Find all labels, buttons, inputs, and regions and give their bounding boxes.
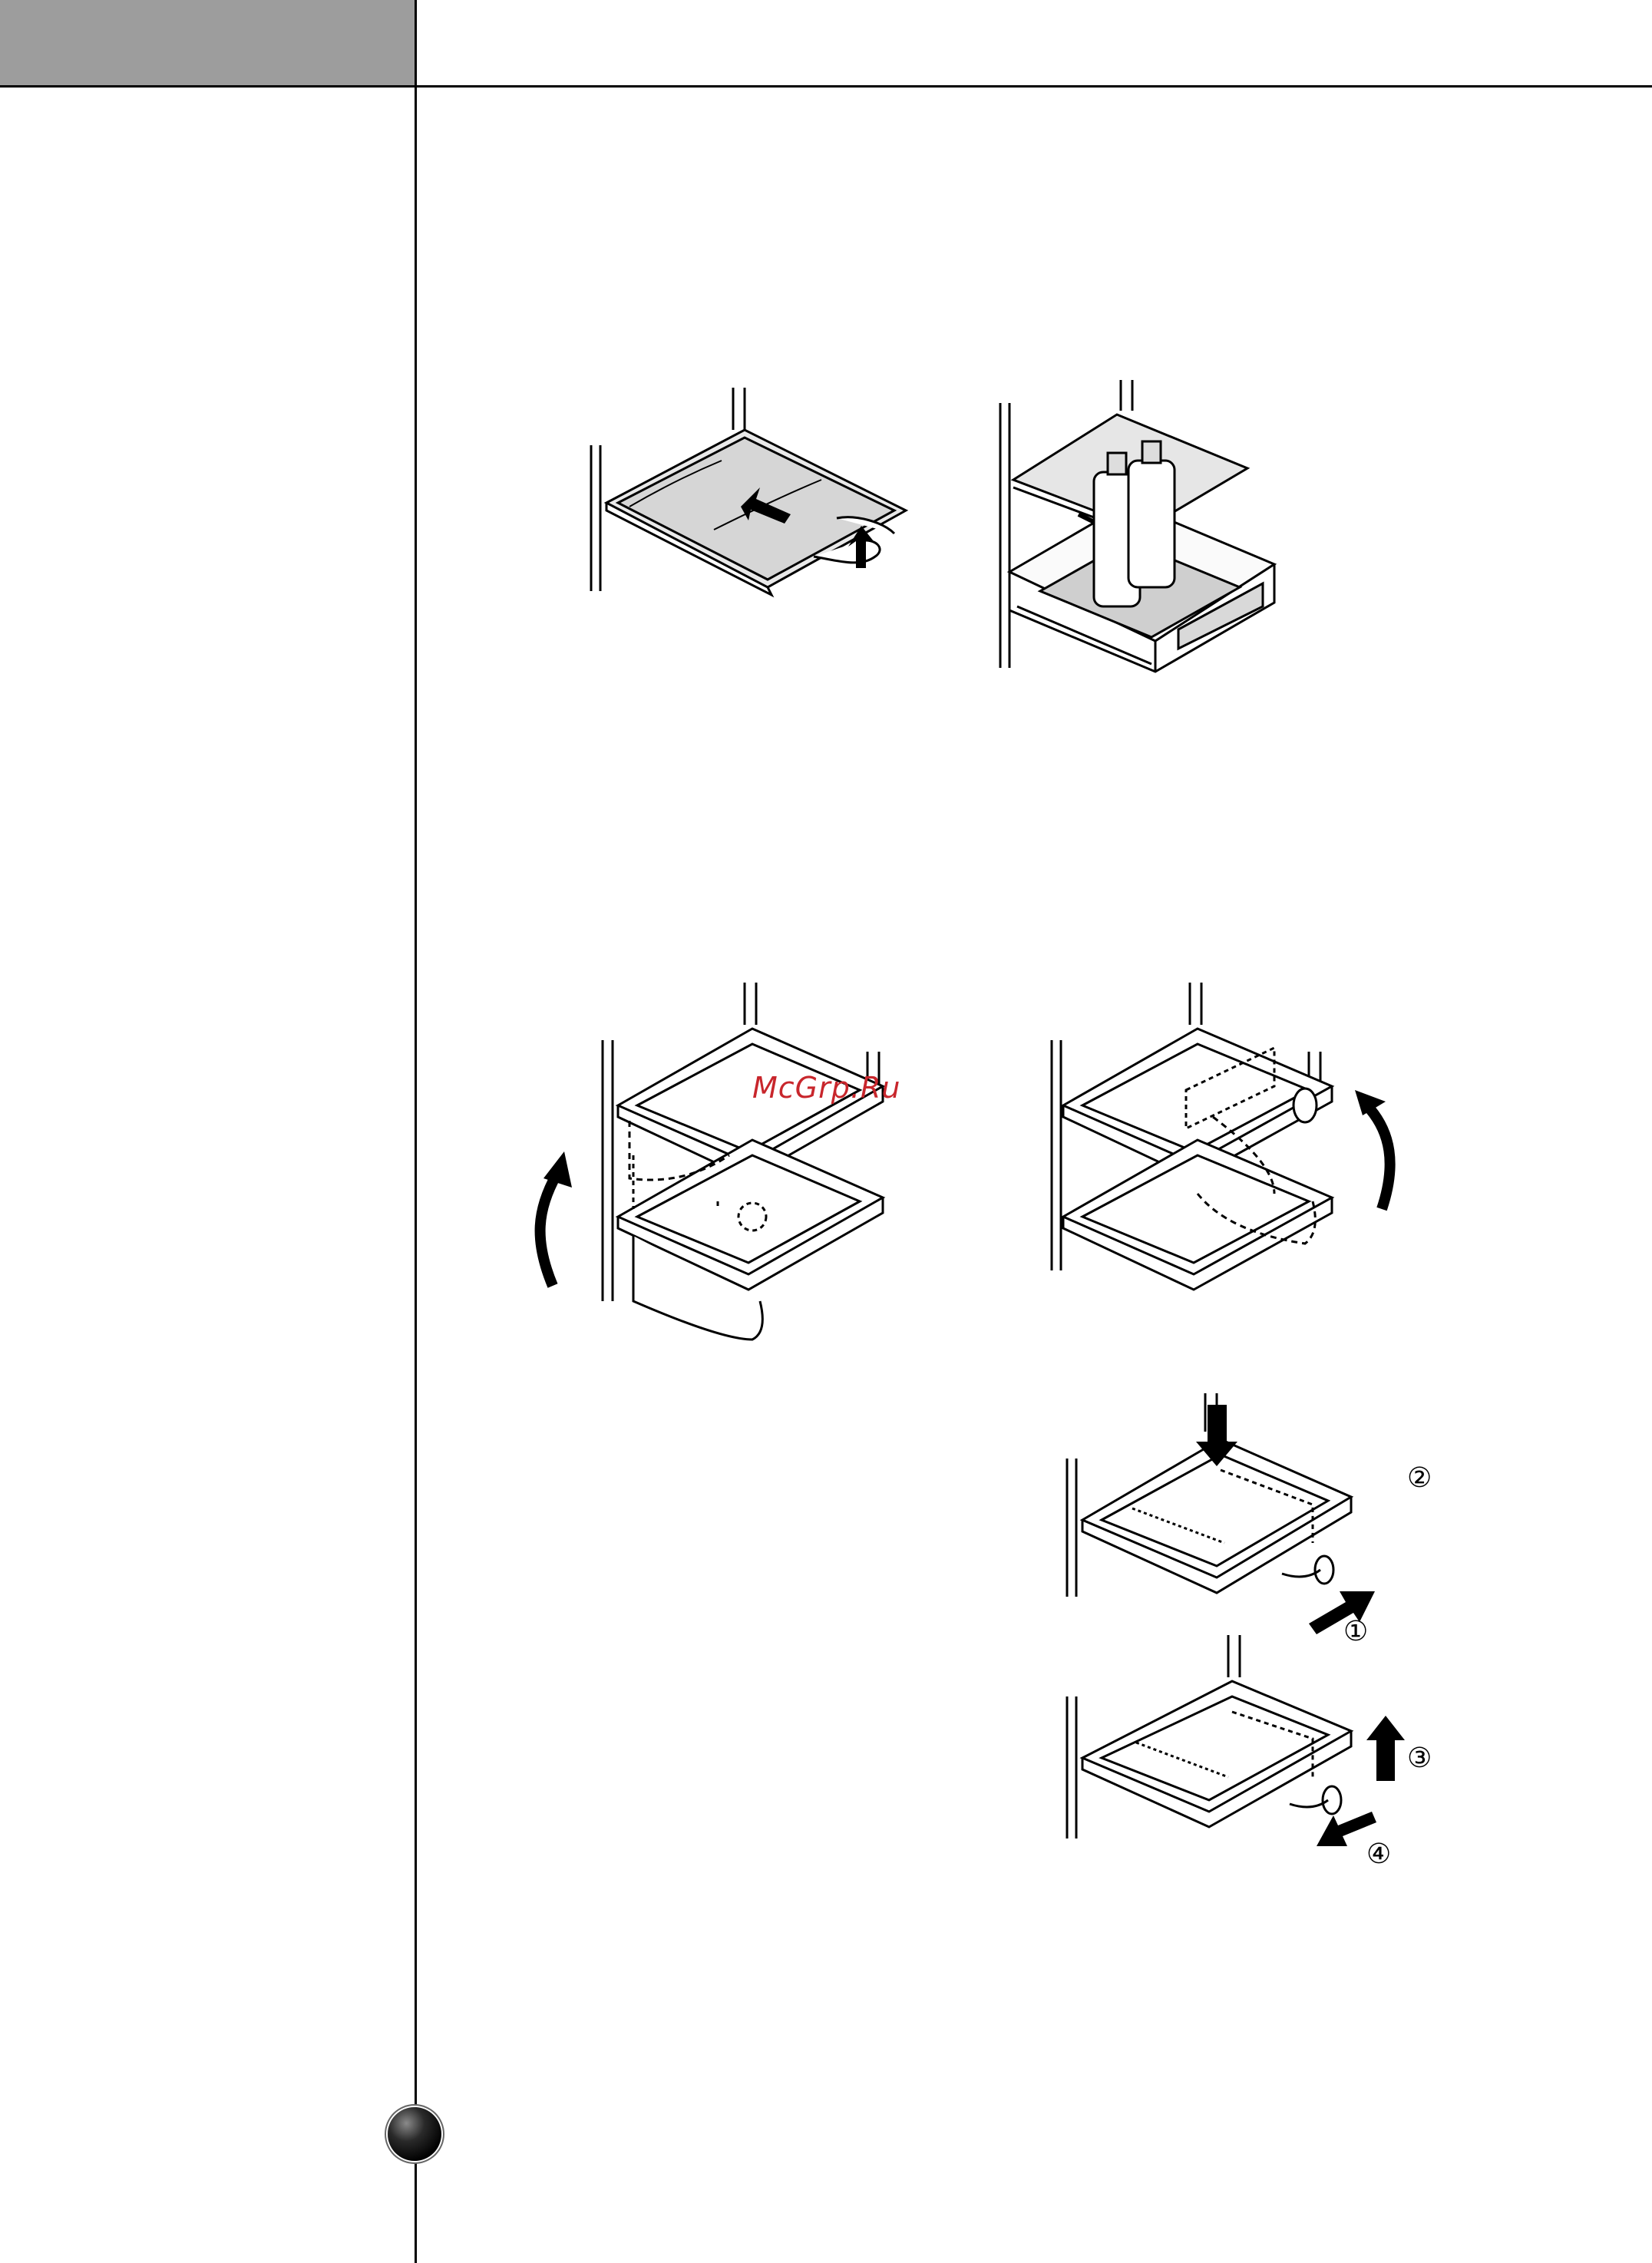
step4-label: ④ bbox=[1366, 1838, 1391, 1870]
folding-shelf-right-icon bbox=[1044, 979, 1412, 1317]
header-tab bbox=[0, 0, 415, 88]
folding-shelf-left-icon bbox=[530, 979, 898, 1347]
shelf-remove-figure bbox=[1059, 1631, 1351, 1862]
step3-label: ③ bbox=[1407, 1743, 1432, 1774]
shelf-install-figure bbox=[1059, 1389, 1351, 1627]
shelf-bottles-figure bbox=[994, 376, 1286, 676]
margin-rule bbox=[415, 0, 417, 2263]
arrow-up-icon bbox=[1366, 1716, 1405, 1781]
step2-label: ② bbox=[1407, 1462, 1432, 1494]
shelf-bottles-icon bbox=[994, 376, 1286, 676]
shelf-slide-icon bbox=[583, 384, 921, 606]
folding-shelf-left-figure bbox=[530, 979, 898, 1347]
shelf-slide-figure bbox=[583, 384, 921, 606]
shelf-install-icon bbox=[1059, 1389, 1351, 1627]
shelf-remove-icon bbox=[1059, 1631, 1351, 1862]
page-bullet-icon bbox=[388, 2107, 441, 2161]
step3-arrow bbox=[1366, 1716, 1405, 1781]
header-rule bbox=[415, 85, 1652, 88]
watermark: McGrp.Ru bbox=[752, 1071, 900, 1105]
folding-shelf-right-figure bbox=[1044, 979, 1412, 1317]
